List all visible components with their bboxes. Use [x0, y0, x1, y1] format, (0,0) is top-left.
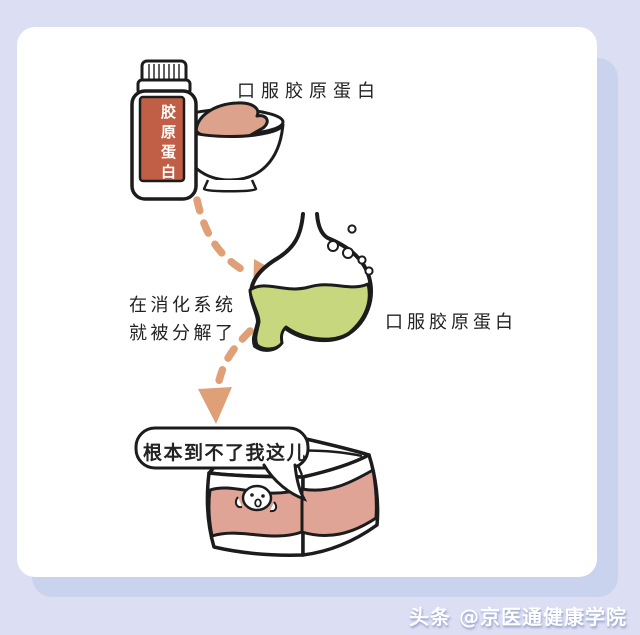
bowl-icon [175, 101, 285, 193]
speech-bubble-tail [262, 463, 308, 502]
speech-bubble-text: 根本到不了我这儿 [143, 442, 308, 464]
caption-oral-collagen-top: 口服胶原蛋白 [237, 81, 381, 102]
dashed-arrow-to-skin [198, 327, 254, 424]
caption-digestion-line1: 在消化系统 [129, 295, 237, 316]
stomach-icon [248, 212, 374, 352]
caption-oral-collagen-stomach: 口服胶原蛋白 [385, 312, 517, 333]
caption-digestion-note: 在消化系统 就被分解了 [129, 292, 237, 348]
stomach-liquid [248, 282, 371, 351]
dermis-layer-side [300, 468, 378, 537]
bottle-label [138, 95, 186, 183]
collagen-mascot-icon [234, 484, 278, 513]
bottle-label-text: 胶原蛋白 [159, 104, 177, 184]
stomach-bubbles [327, 224, 374, 276]
speech-bubble [134, 426, 310, 502]
caption-digestion-line2: 就被分解了 [129, 323, 237, 344]
collagen-bottle-icon [130, 59, 198, 201]
arrowhead-down-icon [198, 387, 232, 424]
watermark-credit: 头条 @京医通健康学院 [409, 605, 627, 629]
